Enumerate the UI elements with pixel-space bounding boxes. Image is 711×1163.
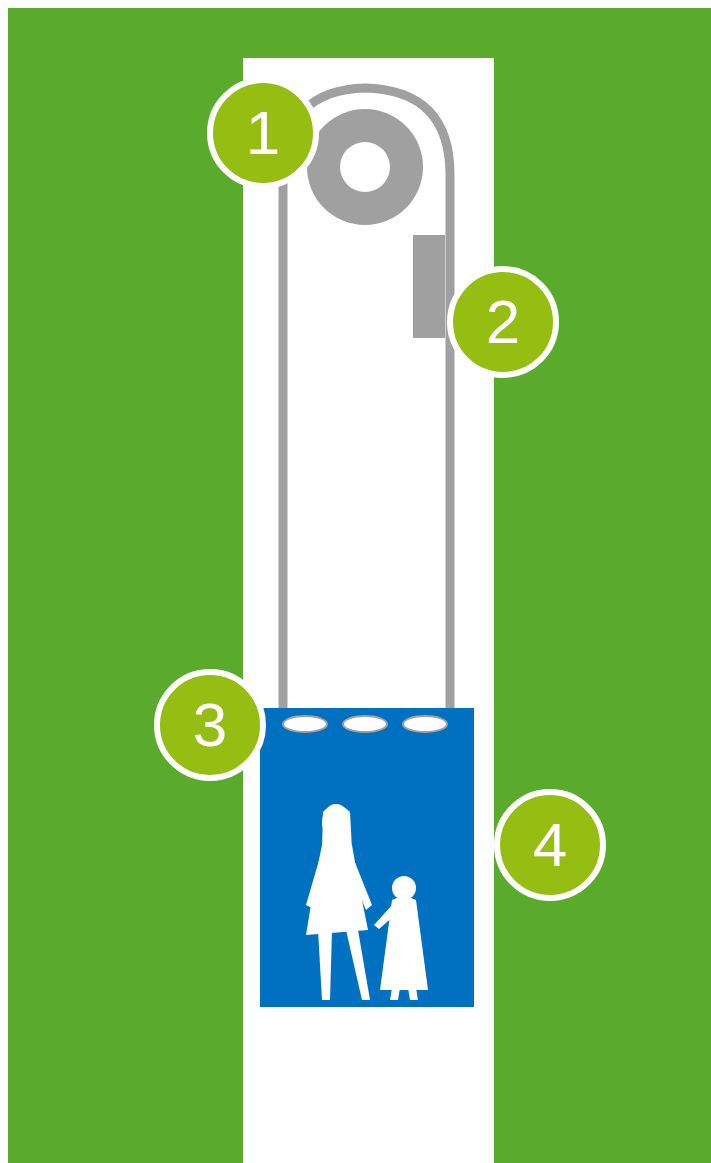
callout-circle: 2 <box>447 266 559 378</box>
elevator-shaft <box>243 58 494 1163</box>
drive-pulley <box>307 109 423 225</box>
counterweight <box>413 235 445 338</box>
callout-number: 3 <box>193 694 227 756</box>
hoist-rope <box>283 88 450 708</box>
callout-circle: 3 <box>154 669 266 781</box>
elevator-car <box>260 708 474 1007</box>
callout-circle: 1 <box>207 77 319 189</box>
passenger-silhouettes <box>306 804 428 1000</box>
callout-number: 2 <box>486 291 520 353</box>
ground-background <box>8 8 711 1163</box>
callout-number: 4 <box>533 814 567 876</box>
car-lights <box>283 716 447 732</box>
pulley-hub <box>340 142 390 192</box>
callout-circle: 4 <box>494 789 606 901</box>
callout-number: 1 <box>246 102 280 164</box>
